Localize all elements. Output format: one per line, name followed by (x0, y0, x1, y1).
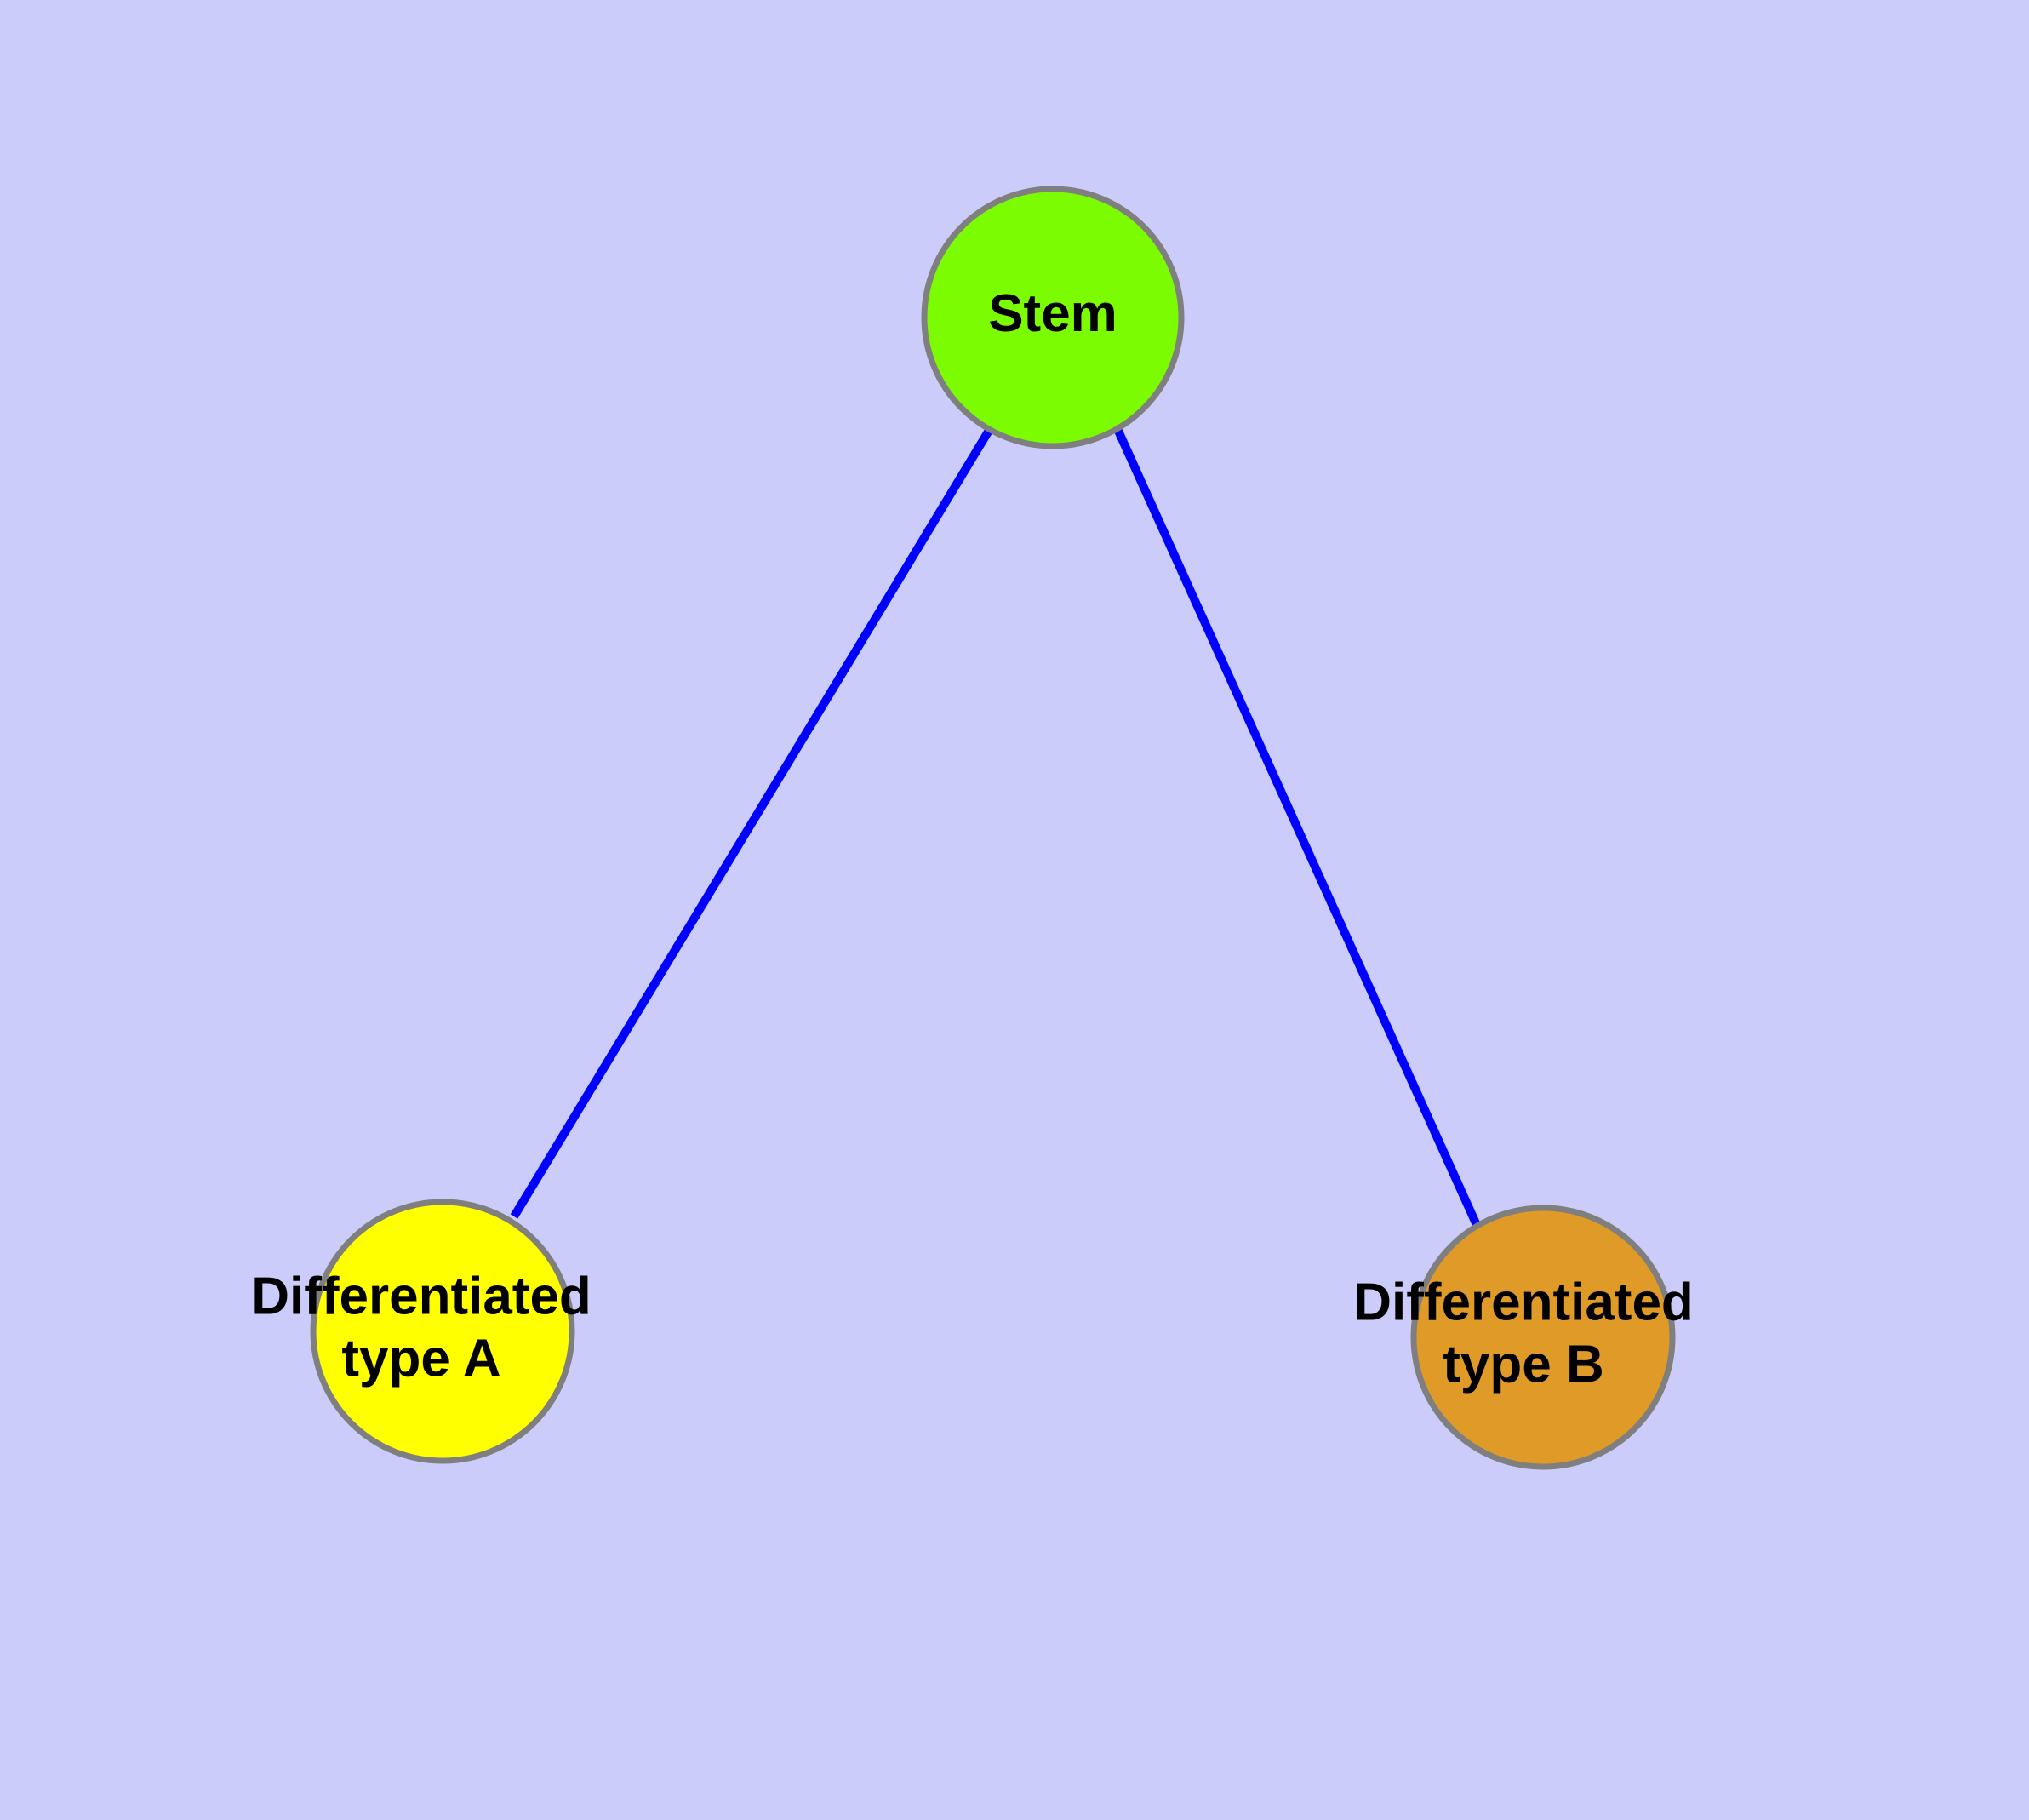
node-label-line: Differentiated (1353, 1273, 1694, 1332)
node-label-line: type B (1443, 1336, 1603, 1394)
node-diff_b[interactable] (1410, 1205, 1676, 1470)
node-label-line: Differentiated (251, 1268, 592, 1326)
node-label-line: Stem (988, 284, 1117, 343)
nodes-group (310, 186, 1676, 1470)
edge-stem-to-diff_a[interactable] (510, 426, 994, 1219)
edge-stem-to-diff_b[interactable] (1113, 426, 1481, 1228)
node-stem[interactable] (921, 186, 1185, 449)
node-label-line: type A (341, 1330, 500, 1388)
node-label-stem: Stem (988, 284, 1117, 343)
edges-group (510, 426, 1481, 1228)
node-diff_a[interactable] (310, 1199, 575, 1464)
